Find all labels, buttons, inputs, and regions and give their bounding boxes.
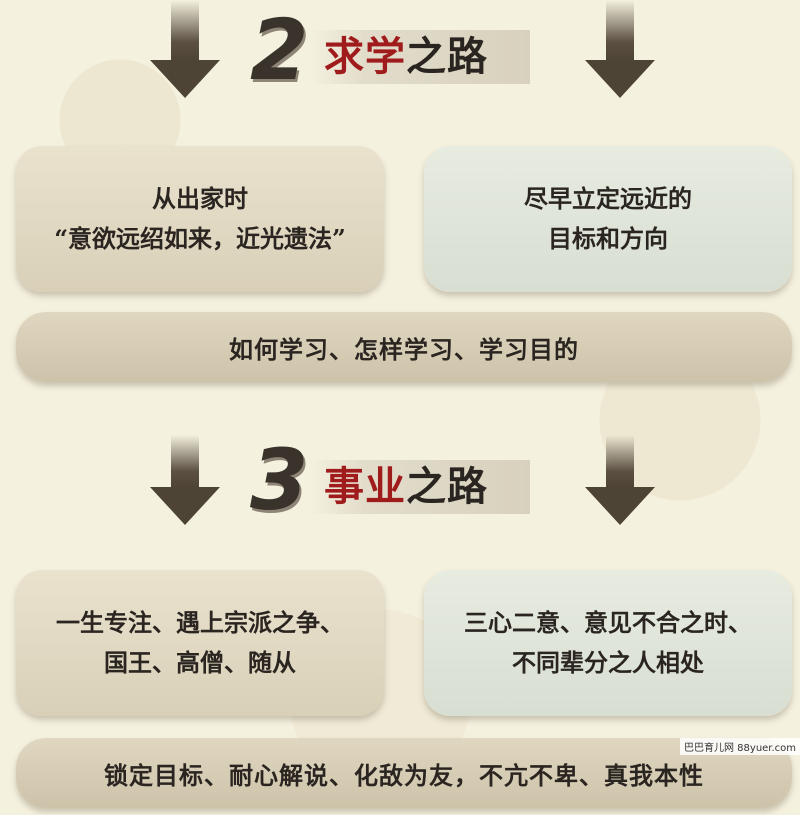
summary-bar: 锁定目标、耐心解说、化敌为友，不亢不卑、真我本性 (16, 738, 792, 808)
title-accent: 事业 (324, 463, 406, 510)
card-line: “意欲远绍如来，近光遗法” (54, 224, 346, 253)
site-watermark: 巴巴育儿网 88yuer.com (680, 738, 800, 755)
down-arrow-icon (150, 435, 220, 525)
card-line: 从出家时 (152, 184, 248, 213)
info-card-left: 从出家时 “意欲远绍如来，近光遗法” (16, 146, 384, 292)
section-number: 2 (250, 1, 309, 99)
card-line: 国王、高僧、随从 (104, 648, 296, 677)
title-accent: 求学 (324, 33, 406, 80)
title-rest: 之路 (406, 463, 488, 510)
section-3-title: 3 事业之路 (250, 431, 550, 529)
down-arrow-icon (150, 0, 220, 98)
card-line: 尽早立定远近的 (524, 184, 692, 213)
card-line: 目标和方向 (548, 224, 668, 253)
card-line: 不同辈分之人相处 (512, 648, 704, 677)
summary-bar: 如何学习、怎样学习、学习目的 (16, 312, 792, 382)
down-arrow-icon (585, 0, 655, 98)
down-arrow-icon (585, 435, 655, 525)
card-line: 三心二意、意见不合之时、 (464, 608, 752, 637)
info-card-right: 三心二意、意见不合之时、 不同辈分之人相处 (424, 570, 792, 716)
info-card-right: 尽早立定远近的 目标和方向 (424, 146, 792, 292)
section-2-title: 2 求学之路 (250, 1, 550, 99)
section-number: 3 (250, 431, 309, 529)
title-rest: 之路 (406, 33, 488, 80)
card-line: 一生专注、遇上宗派之争、 (56, 608, 344, 637)
info-card-left: 一生专注、遇上宗派之争、 国王、高僧、随从 (16, 570, 384, 716)
